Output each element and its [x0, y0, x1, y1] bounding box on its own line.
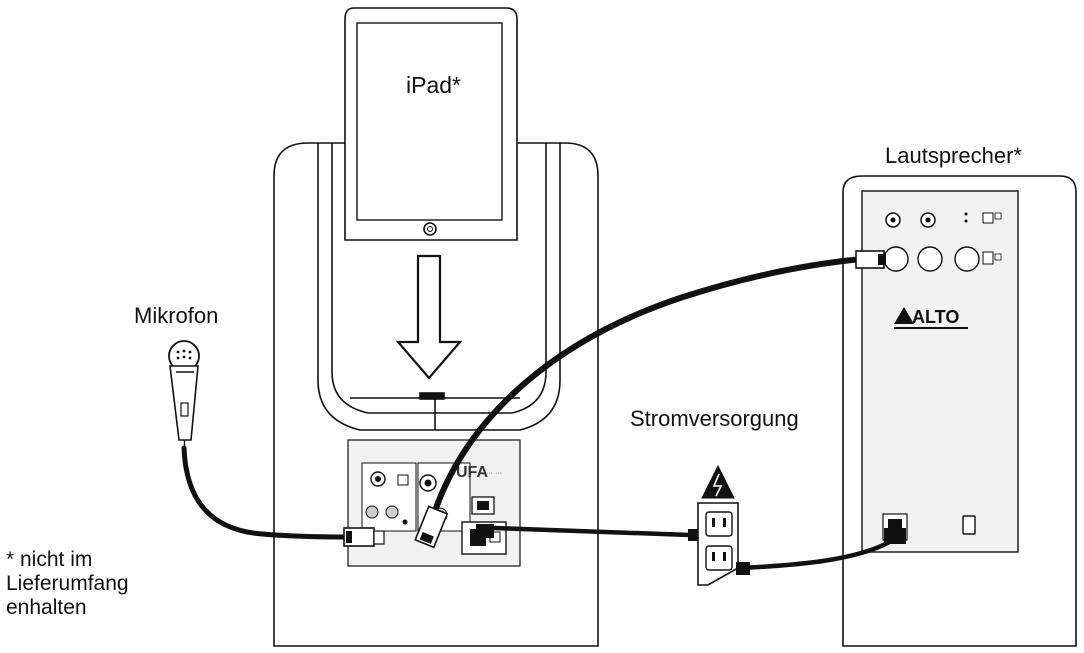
speaker-cabinet [842, 175, 1077, 647]
xlr-plug-dock-out [414, 505, 449, 549]
microphone [168, 340, 200, 448]
microphone-label: Mikrofon [134, 303, 219, 328]
footnote-line-1: * nicht im [6, 548, 93, 571]
cables [181, 256, 896, 571]
ipad-device [344, 7, 518, 241]
dock-logo-sub: ··· ··· [486, 470, 502, 477]
power-supply-label: Stromversorgung [630, 406, 799, 431]
power-plug-dock [476, 524, 494, 538]
footnote: * nicht im Lieferumfang enhalten [6, 548, 129, 620]
dock-power-cable [491, 525, 693, 538]
speaker-logo-text: ALTO [912, 307, 959, 327]
speaker-label: Lautsprecher* [885, 143, 1022, 168]
insert-arrow [395, 254, 463, 380]
dock-logo: UFA [456, 464, 488, 481]
speaker-power-section [882, 513, 976, 541]
dock-rear-panel: UFA ··· ··· [347, 439, 521, 567]
speaker-power-cable [739, 537, 896, 571]
speaker-controls [883, 212, 1002, 272]
audio-cable [429, 256, 865, 523]
power-plug-speaker [884, 528, 906, 544]
speaker-logo: ALTO [894, 307, 968, 329]
power-outlet [697, 464, 750, 586]
power-plug-outlet-top [688, 529, 698, 541]
footnote-line-2: Lieferumfang [6, 572, 129, 595]
xlr-plug-speaker-in [855, 250, 886, 269]
footnote-line-3: enhalten [6, 596, 87, 619]
xlr-plug-mic [343, 527, 385, 547]
ipad-label: iPad* [406, 72, 461, 98]
mic-cable [181, 445, 348, 540]
